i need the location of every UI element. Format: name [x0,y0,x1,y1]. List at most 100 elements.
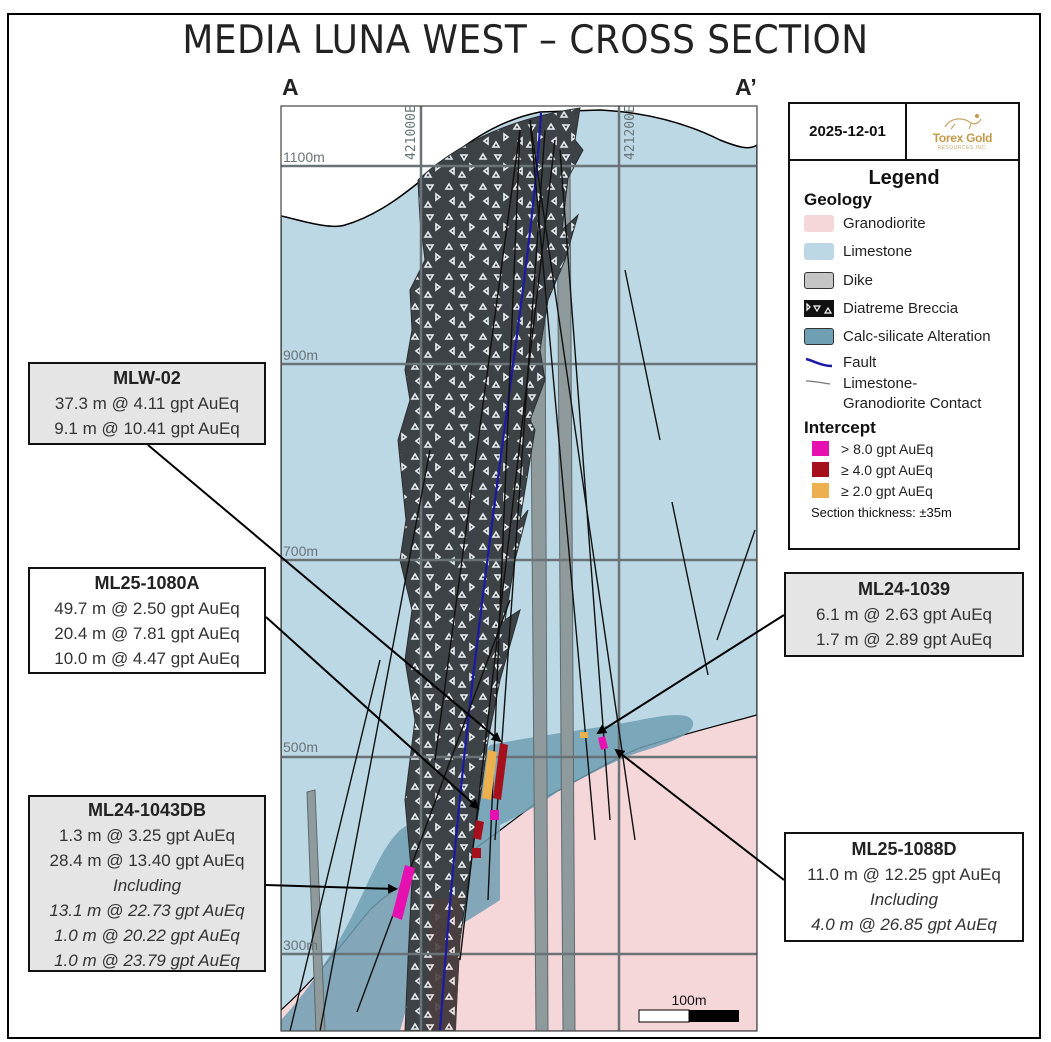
legend-item-calc-silicate: Calc-silicate Alteration [804,322,1018,350]
callout-line: 1.0 m @ 23.79 gpt AuEq [54,951,240,970]
legend-date: 2025-12-01 [790,104,907,159]
legend-item-fault: Fault [804,350,1018,374]
scale-bar-white [638,1009,690,1023]
breccia-swatch [804,299,834,317]
callout-ml24-1043db: ML24-1043DB 1.3 m @ 3.25 gpt AuEq 28.4 m… [28,795,266,972]
callout-line: 1.0 m @ 20.22 gpt AuEq [54,926,240,945]
callout-line: 20.4 m @ 7.81 gpt AuEq [54,624,240,643]
diatreme-breccia [397,107,584,1031]
leader-ml25-1080a [265,616,480,810]
legend-label: Calc-silicate Alteration [843,327,991,345]
legend-panel: 2025-12-01 Torex Gold RESOURCES INC. Leg… [788,102,1020,550]
logo-name: Torex Gold [932,130,993,145]
callout-line: 49.7 m @ 2.50 gpt AuEq [54,599,240,618]
legend-label: Limestone [843,242,913,260]
callout-hole-id: ML25-1080A [94,573,200,593]
callout-line: 9.1 m @ 10.41 gpt AuEq [54,419,240,438]
granodiorite-swatch [804,214,834,232]
legend-item-limestone: Limestone [804,236,1018,266]
leader-ml24-1039 [596,614,785,735]
legend-label: Fault [843,353,877,371]
elevation-label: 1100m [283,149,325,165]
contact-line-icon [805,380,831,385]
elevation-label: 700m [283,543,318,559]
legend-item-dike: Dike [804,266,1018,294]
figure-title: MEDIA LUNA WEST – CROSS SECTION [182,18,869,63]
legend-label: Diatreme Breccia [843,299,959,317]
fault-line [438,112,543,1031]
legend-item-granodiorite: Granodiorite [804,210,1018,236]
easting-label: 421200E [623,105,638,160]
leader-mlw02 [147,444,502,743]
callout-ml25-1088d: ML25-1088D 11.0 m @ 12.25 gpt AuEq Inclu… [784,832,1024,942]
callout-line: 4.0 m @ 26.85 gpt AuEq [811,915,997,934]
section-end-label: A’ [735,74,757,100]
leader-ml24-1043db [265,883,398,894]
callout-line: 28.4 m @ 13.40 gpt AuEq [49,851,245,870]
torex-gold-logo: Torex Gold RESOURCES INC. [907,104,1018,159]
callout-line: 11.0 m @ 12.25 gpt AuEq [807,865,1001,884]
legend-item-intercept-2: ≥ 2.0 gpt AuEq [812,480,1018,501]
limestone-swatch [804,242,834,260]
legend-label: > 8.0 gpt AuEq [841,440,934,457]
elevation-label: 500m [283,739,318,755]
dike [306,789,326,1031]
section-thickness-note: Section thickness: ±35m [811,505,952,520]
grid-lines [281,106,757,1031]
callout-including: Including [869,890,939,909]
legend-label: ≥ 4.0 gpt AuEq [841,461,933,478]
intercept-8gpt [392,865,415,920]
intercept-2gpt [482,750,497,800]
logo-sub: RESOURCES INC. [937,144,988,151]
legend-label: ≥ 2.0 gpt AuEq [841,482,933,499]
callout-hole-id: ML24-1039 [857,579,951,599]
callout-leaders [147,444,785,894]
jaguar-logo-icon [943,113,982,129]
callout-line: 10.0 m @ 4.47 gpt AuEq [54,649,240,668]
scale-bar-black [689,1010,739,1022]
intercept-4gpt [493,743,508,800]
callout-ml24-1039: ML24-1039 6.1 m @ 2.63 gpt AuEq 1.7 m @ … [784,572,1024,657]
callout-hole-id: MLW-02 [113,368,181,388]
dike-swatch [804,271,834,289]
legend-label: Dike [843,271,874,289]
elevation-label: 900m [283,347,318,363]
easting-label: 421000E [404,105,419,160]
callout-line: 6.1 m @ 2.63 gpt AuEq [815,605,993,624]
intercept-4-swatch [812,462,829,477]
callout-line: 37.3 m @ 4.11 gpt AuEq [54,394,240,413]
intercept-marks [392,732,608,920]
intercept-8gpt [490,810,499,820]
section-start-label: A [282,74,299,100]
calc-silicate-alteration [281,715,694,1031]
figure-frame [7,13,1041,1039]
intercept-8-swatch [812,441,829,456]
intercept-8gpt [598,736,608,750]
intercept-4gpt [473,820,484,840]
legend-label: Granodiorite Contact [843,395,982,412]
legend-item-contact: Limestone- Granodiorite Contact [804,374,1018,414]
legend-geology-heading: Geology [804,190,873,209]
legend-label: Limestone- [843,375,918,392]
intercept-2gpt [580,732,588,738]
callout-line: 13.1 m @ 22.73 gpt AuEq [49,901,245,920]
leader-ml25-1088d [614,748,785,881]
calc-silicate-swatch [804,327,834,345]
callout-line: 1.7 m @ 2.89 gpt AuEq [815,630,993,649]
callout-hole-id: ML24-1043DB [87,800,207,820]
callout-ml25-1080a: ML25-1080A 49.7 m @ 2.50 gpt AuEq 20.4 m… [28,567,266,674]
intercept-4gpt [472,848,481,858]
callout-including: Including [112,876,182,895]
legend-label: Granodiorite [843,214,926,232]
callout-line: 1.3 m @ 3.25 gpt AuEq [58,826,236,845]
elevation-label: 300m [283,937,318,953]
legend-title: Legend [868,167,940,189]
legend-item-diatreme-breccia: Diatreme Breccia [804,294,1018,322]
drill-traces [289,119,756,1031]
legend-intercept-heading: Intercept [804,418,876,437]
callout-mlw-02: MLW-02 37.3 m @ 4.11 gpt AuEq 9.1 m @ 10… [28,362,266,445]
legend-item-intercept-8: > 8.0 gpt AuEq [812,438,1018,459]
legend-item-intercept-4: ≥ 4.0 gpt AuEq [812,459,1018,480]
callout-hole-id: ML25-1088D [851,839,957,859]
